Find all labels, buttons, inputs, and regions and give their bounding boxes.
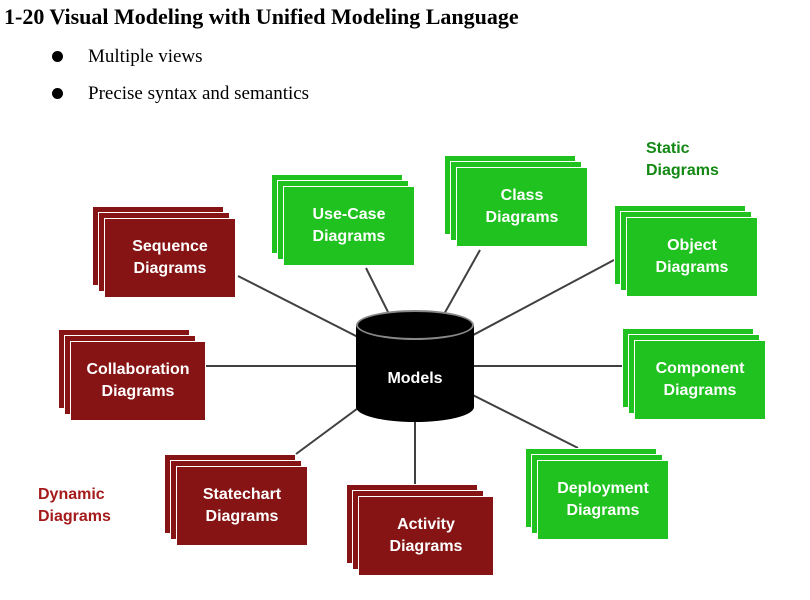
bullet-item-precise-syntax: Precise syntax and semantics — [50, 81, 309, 118]
node-label: Deployment — [557, 480, 649, 497]
node-label: Statechart — [202, 486, 282, 503]
models-label: Models — [387, 370, 443, 387]
bullet-text: Precise syntax and semantics — [88, 83, 310, 104]
node-label: Diagrams — [205, 508, 279, 525]
bullet-dot-icon — [52, 88, 63, 99]
node-label: Diagrams — [312, 228, 386, 245]
bullet-list: Multiple views Precise syntax and semant… — [50, 44, 309, 118]
node-label: Diagrams — [101, 383, 175, 400]
models-database-icon: Models — [356, 310, 474, 422]
page-title: 1-20 Visual Modeling with Unified Modeli… — [4, 4, 519, 29]
node-label: Diagrams — [389, 538, 463, 555]
dynamic-diagrams-label: Dynamic Diagrams — [38, 486, 111, 525]
bullet-item-multiple-views: Multiple views — [50, 44, 309, 81]
node-label: Diagrams — [133, 260, 207, 277]
bullet-dot-icon — [52, 51, 63, 62]
static-diagrams-label: Static Diagrams — [646, 140, 719, 179]
node-label: Collaboration — [86, 361, 190, 378]
node-label: Object — [667, 237, 717, 254]
node-label: Sequence — [132, 238, 208, 255]
node-label: Diagrams — [485, 209, 559, 226]
node-label: Activity — [397, 516, 455, 533]
bullet-text: Multiple views — [88, 46, 203, 67]
node-label: Diagrams — [655, 259, 729, 276]
node-label: Diagrams — [566, 502, 640, 519]
node-label: Diagrams — [663, 382, 737, 399]
node-label: Component — [655, 360, 745, 377]
node-label: Use-Case — [312, 206, 386, 223]
node-label: Class — [500, 187, 544, 204]
